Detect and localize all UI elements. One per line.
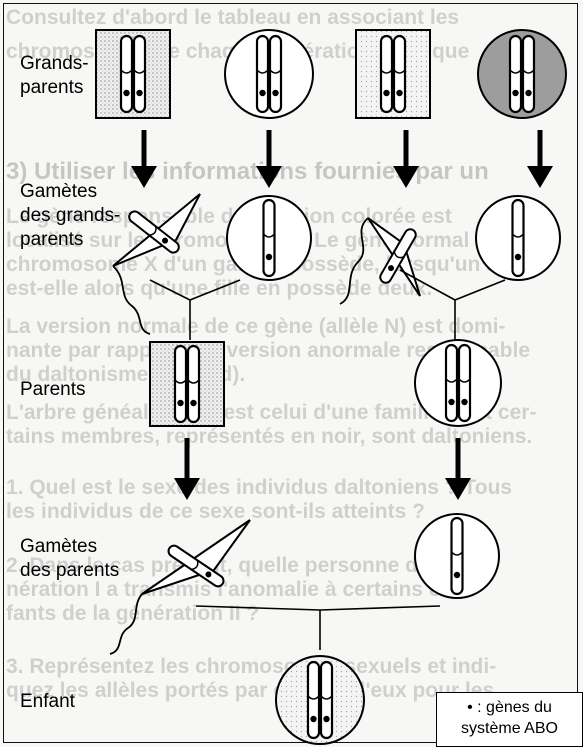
gamete-ovule-mother xyxy=(414,513,500,599)
fertilisation-connector-right xyxy=(399,269,506,340)
label-grandparents: Grands- parents xyxy=(20,53,89,98)
background-text-line: quez les allèles portés par chacun d'eux… xyxy=(6,679,495,702)
grandparent-1 xyxy=(95,29,171,119)
background-text-line: tains membres, représentés en noir, sont… xyxy=(6,425,533,448)
grandparent-4 xyxy=(477,29,567,119)
background-text-line: nération I a transmis l'anomalie à certa… xyxy=(6,578,461,601)
legend-text-1: : gènes du xyxy=(477,699,552,716)
background-text-line: nante par rapport à la version anormale … xyxy=(6,339,531,362)
background-text-line: L'arbre généalogique est celui d'une fam… xyxy=(6,401,537,424)
background-text-line: 3. Représentez les chromosomes sexuels e… xyxy=(6,655,497,678)
gamete-sperm-1 xyxy=(112,193,201,335)
label-parents: Parents xyxy=(20,379,86,400)
background-text-line: Le gène responsable de la vision colorée… xyxy=(6,205,452,228)
background-text-line: 3) Utiliser les informations fournies pa… xyxy=(6,160,489,184)
legend-text-2: système ABO xyxy=(461,720,558,737)
grandparent-3 xyxy=(355,29,431,119)
parent-mother xyxy=(414,339,502,427)
gamete-sperm-father xyxy=(109,519,251,655)
background-text-line: 1. Quel est le sexe des individus dalton… xyxy=(6,476,513,499)
gamete-ovule-1 xyxy=(226,195,312,281)
arrows-parents-to-gametes xyxy=(184,438,461,480)
label-gametes-grandparents: Gamètes des grands- parents xyxy=(20,181,121,250)
arrows-grandparents-to-gametes xyxy=(141,130,543,168)
label-gametes-parents: Gamètes des parents xyxy=(20,536,120,581)
child xyxy=(275,655,365,745)
gamete-ovule-2 xyxy=(475,195,561,281)
fertilisation-connector-child xyxy=(195,605,441,650)
background-text-line: La version normale de ce gène (allèle N)… xyxy=(6,315,506,338)
label-child: Enfant xyxy=(20,691,75,712)
gamete-sperm-2 xyxy=(339,217,421,305)
background-text-line: Consultez d'abord le tableau en associan… xyxy=(6,6,460,29)
fertilisation-connector-left xyxy=(149,279,241,340)
figure-frame xyxy=(3,3,578,743)
legend-line-1: • : gènes du xyxy=(437,697,582,718)
background-text-line: fants de la génération II ? xyxy=(6,602,260,625)
legend-box: • : gènes du système ABO xyxy=(436,692,583,747)
grandparent-2 xyxy=(224,29,314,119)
background-text-line: 2. Dans le cas présent, quelle personne … xyxy=(6,554,491,577)
background-text-line: les individus de ce sexe sont-ils attein… xyxy=(6,500,425,523)
parent-father xyxy=(149,341,225,427)
gene-dot-symbol: • xyxy=(467,699,473,716)
